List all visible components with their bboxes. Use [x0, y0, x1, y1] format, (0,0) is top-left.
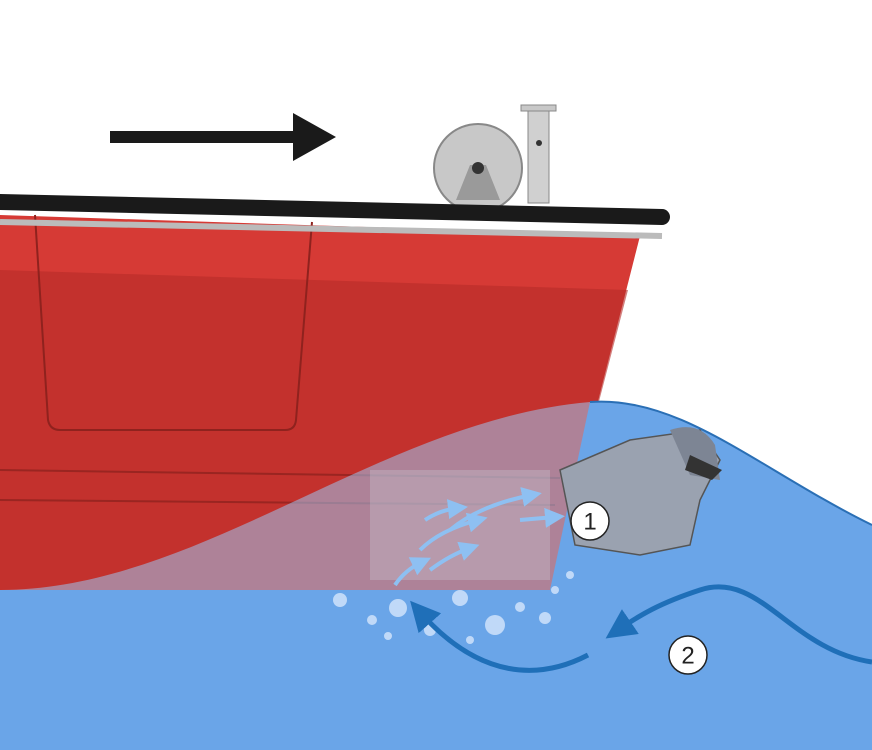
- water-intake-arrows: [410, 584, 872, 673]
- winch-icon: [433, 123, 523, 213]
- marker-2-label: 2: [681, 643, 694, 670]
- direction-of-travel-arrow: [110, 113, 336, 161]
- deck-rail: [0, 194, 670, 239]
- bollard-post-icon: [520, 104, 557, 204]
- marker-1: 1: [570, 501, 610, 541]
- internal-flow-arrows: [393, 487, 565, 587]
- marker-2: 2: [668, 635, 708, 675]
- marker-1-label: 1: [583, 509, 596, 536]
